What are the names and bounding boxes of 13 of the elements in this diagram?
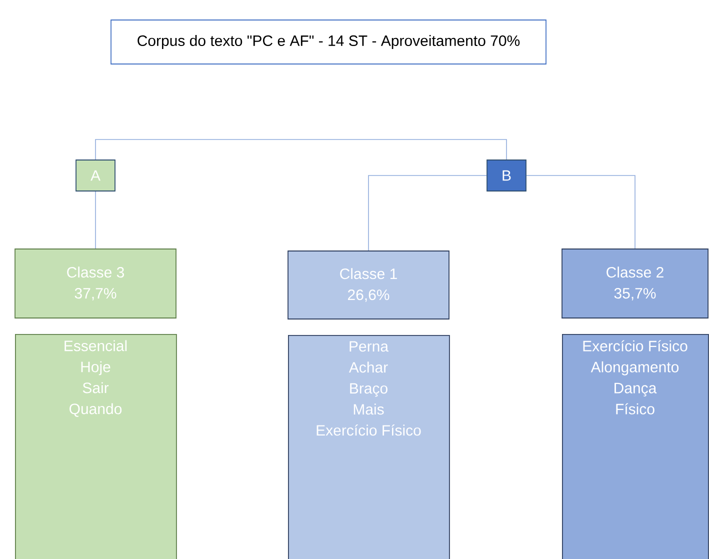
connector-line xyxy=(526,175,636,249)
connector-line xyxy=(368,175,487,251)
class-box: Classe 1 26,6% xyxy=(288,250,450,320)
cluster-box: B xyxy=(486,160,526,192)
class-box: Classe 2 35,7% xyxy=(562,248,708,318)
connector-line xyxy=(95,139,507,160)
word-list-box: Essencial Hoje Sair Quando xyxy=(15,334,177,559)
connector-line xyxy=(95,191,96,249)
cluster-box: A xyxy=(76,160,116,192)
word-list-box: Perna Achar Braço Mais Exercício Físico xyxy=(288,335,450,559)
class-box: Classe 3 37,7% xyxy=(14,248,176,318)
title-box: Corpus do texto "PC e AF" - 14 ST - Aproveitamento 70% xyxy=(110,20,546,64)
word-list-box: Exercício Físico Alongamento Dança Físico xyxy=(562,334,709,559)
